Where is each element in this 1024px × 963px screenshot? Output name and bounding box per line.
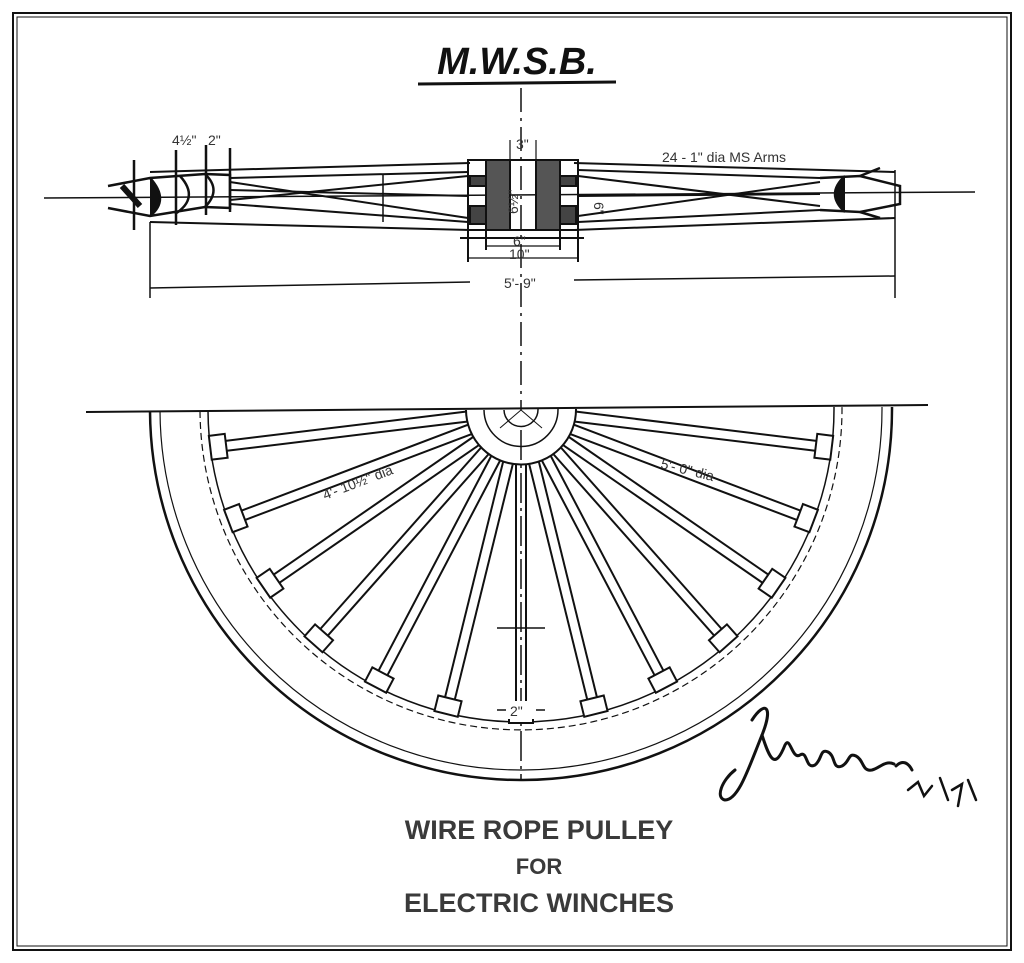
spoke-lug	[813, 432, 835, 461]
caption-block: WIRE ROPE PULLEY FOR ELECTRIC WINCHES	[404, 815, 674, 918]
spoke-lug	[207, 432, 229, 461]
dim-rim-section: 2"	[510, 703, 523, 719]
spoke-lug	[579, 694, 609, 718]
side-view	[43, 88, 976, 410]
spoke-lug	[363, 666, 395, 695]
spoke-lug	[757, 567, 787, 600]
front-baseline	[85, 404, 929, 413]
spoke-lug	[222, 502, 249, 534]
spoke-lug	[433, 694, 463, 718]
spoke-arm	[552, 453, 717, 638]
left-rim-profile	[107, 145, 232, 230]
spoke-arm	[443, 461, 504, 700]
spoke-arm	[576, 410, 819, 443]
spoke-lug	[647, 666, 679, 695]
dim-hub-outer: 10"	[509, 246, 530, 262]
caption-line-3: ELECTRIC WINCHES	[404, 888, 674, 918]
spoke-arm	[271, 436, 474, 577]
spoke-lug	[303, 622, 335, 654]
spoke-lug	[707, 622, 739, 654]
spoke-lug	[255, 567, 285, 600]
spoke-arm	[541, 460, 657, 678]
spoke-arm	[528, 464, 589, 702]
hub-section	[460, 140, 584, 262]
caption-line-1: WIRE ROPE PULLEY	[405, 815, 674, 845]
spoke-arm	[376, 455, 492, 673]
spoke-arm	[224, 420, 468, 452]
signature	[718, 707, 978, 808]
spoke-arm	[560, 447, 724, 632]
title-block: M.W.S.B.	[417, 41, 617, 86]
dim-flange-width: 4½"	[172, 132, 196, 148]
hub-bore	[503, 408, 539, 428]
spoke-arm	[242, 433, 472, 522]
caption-line-2: FOR	[516, 854, 563, 879]
dim-arms-note: 24 - 1" dia MS Arms	[662, 149, 786, 165]
spoke-arm	[223, 410, 466, 443]
side-arms	[149, 162, 896, 231]
spoke-arm	[325, 453, 490, 638]
spoke-arm	[562, 444, 765, 585]
spoke-arm	[538, 461, 599, 700]
right-rim-profile	[819, 166, 902, 298]
dim-flange-depth: 2"	[208, 132, 221, 148]
hub-outer	[465, 408, 578, 466]
rim-inner-edge	[159, 406, 883, 771]
dim-pitch-dia: 5'- 0" dia	[659, 455, 716, 484]
spoke-arm	[318, 447, 482, 632]
outer-border	[12, 12, 1012, 951]
spoke-arm	[277, 444, 480, 585]
overall-dimension	[149, 222, 896, 298]
spoke-arm	[385, 460, 501, 678]
dim-hub-width: 3"	[516, 136, 529, 152]
title-underline	[417, 80, 617, 86]
dim-hub-inner: 6"	[513, 233, 526, 249]
spoke-arm	[574, 420, 818, 452]
dim-hub-side: 6"	[591, 202, 607, 215]
spoke-arm	[568, 436, 771, 577]
front-view	[85, 404, 929, 782]
spoke-lug	[793, 502, 820, 534]
spoke-arm	[573, 423, 803, 513]
spoke-arm	[239, 423, 469, 513]
outer-rim	[148, 406, 894, 782]
dim-overall: 5'- 9"	[504, 275, 536, 291]
spoke-arm	[453, 464, 514, 702]
pitch-circle	[199, 406, 843, 731]
inner-border	[16, 16, 1008, 947]
side-view-labels: 4½" 2" 3" 24 - 1" dia MS Arms 6½" 6" 6" …	[172, 132, 786, 291]
spoke-arm	[550, 455, 666, 673]
dim-hub-bore: 6½"	[505, 190, 521, 214]
drawing-title: M.W.S.B.	[437, 41, 597, 83]
spoke-arm	[570, 433, 800, 522]
